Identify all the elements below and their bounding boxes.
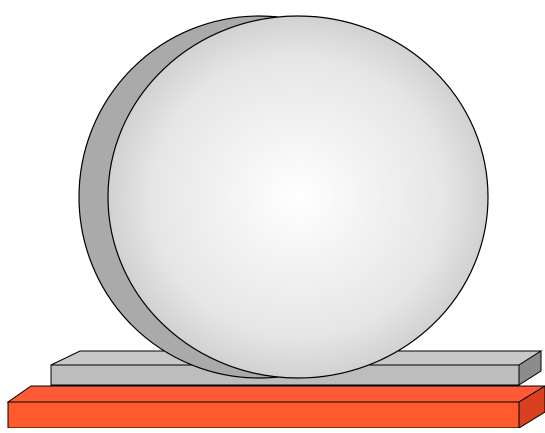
disc-face xyxy=(108,16,488,378)
red-base-front xyxy=(8,402,519,428)
red-base-top xyxy=(8,386,545,402)
red-base xyxy=(8,386,545,428)
